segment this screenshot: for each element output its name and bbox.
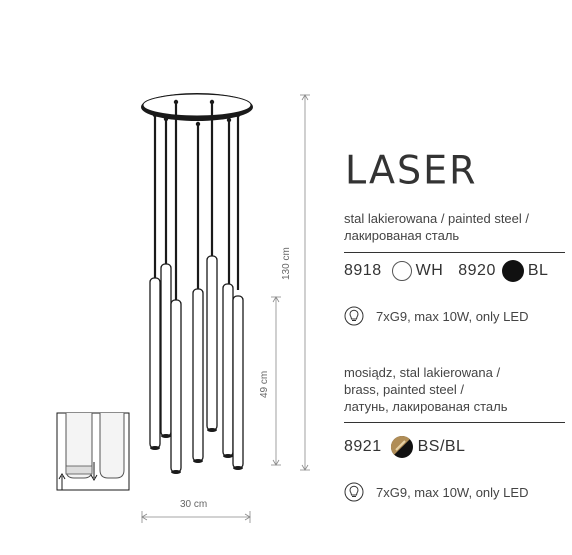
product-title: LASER bbox=[345, 147, 478, 193]
black-finish-swatch-icon bbox=[501, 260, 524, 282]
product-code: 8918 bbox=[344, 262, 382, 279]
material-group-2: mosiądz, stal lakierowana / brass, paint… bbox=[344, 364, 507, 415]
divider bbox=[344, 252, 565, 253]
finish-label: WH bbox=[415, 262, 444, 279]
divider bbox=[344, 422, 565, 423]
material-line: stal lakierowana / painted steel / bbox=[344, 211, 529, 226]
product-code: 8921 bbox=[344, 438, 382, 455]
suspension-cables bbox=[153, 102, 240, 300]
product-code: 8920 bbox=[458, 262, 496, 279]
spec-row-2: 7xG9, max 10W, only LED bbox=[344, 482, 528, 502]
material-line: латунь, лакированая сталь bbox=[344, 399, 508, 414]
lamp-spec: 7xG9, max 10W, only LED bbox=[376, 484, 529, 500]
material-line: лакированая сталь bbox=[344, 228, 460, 243]
white-finish-swatch-icon bbox=[391, 261, 412, 281]
light-tubes bbox=[149, 255, 244, 473]
height-total-label: 130 cm bbox=[281, 247, 292, 280]
material-group-1: stal lakierowana / painted steel / лакир… bbox=[344, 210, 529, 244]
material-line: mosiądz, stal lakierowana / bbox=[344, 365, 501, 380]
finish-options-1: 8918 WH 8920 BL bbox=[344, 258, 548, 284]
spec-row-1: 7xG9, max 10W, only LED bbox=[344, 306, 528, 326]
height-cluster-label: 49 cm bbox=[259, 370, 270, 398]
finish-label: BS/BL bbox=[417, 438, 466, 455]
brass-black-finish-swatch-icon bbox=[390, 435, 413, 458]
tube-ends bbox=[150, 428, 243, 474]
ceiling-canopy bbox=[141, 93, 253, 127]
material-line: brass, painted steel / bbox=[344, 382, 464, 397]
width-label: 30 cm bbox=[180, 499, 208, 510]
lamp-spec: 7xG9, max 10W, only LED bbox=[376, 308, 529, 324]
lamp-technical-drawing bbox=[56, 93, 310, 523]
detail-inset bbox=[56, 412, 130, 491]
light-bulb-icon bbox=[344, 306, 364, 326]
finish-options-2: 8921 BS/BL bbox=[344, 434, 465, 460]
dimension-lines bbox=[141, 94, 310, 523]
light-bulb-icon bbox=[344, 482, 364, 502]
finish-label: BL bbox=[527, 262, 549, 279]
